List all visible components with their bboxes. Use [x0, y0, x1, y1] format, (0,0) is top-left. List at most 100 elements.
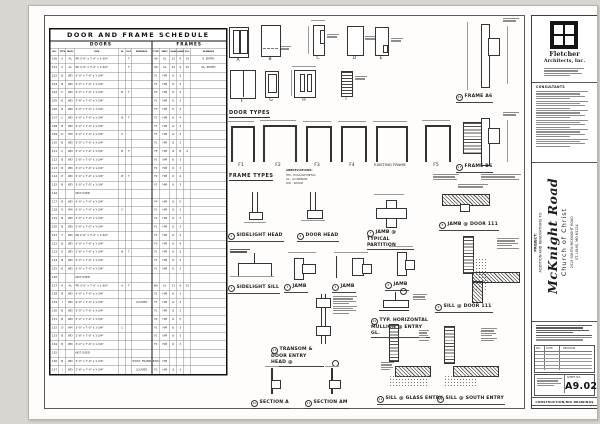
drawing-stroke	[376, 208, 407, 219]
drawing-stroke	[481, 328, 497, 330]
drawing-stroke	[315, 192, 316, 212]
frame-label-f4: F4	[349, 163, 355, 168]
drawing-stroke	[257, 192, 258, 214]
drawing-stroke	[536, 102, 580, 105]
drawing-stroke	[338, 121, 366, 122]
drawing-stroke	[288, 252, 316, 253]
drawing-stroke	[536, 332, 573, 334]
door-b-note	[281, 46, 291, 51]
drawing-stroke	[481, 178, 519, 180]
project-label: PROJECT:	[533, 232, 537, 252]
drawing-stroke	[536, 327, 584, 329]
schedule-title: DOOR AND FRAME SCHEDULE	[49, 28, 228, 42]
drawing-stroke	[389, 324, 399, 362]
door-type-g	[265, 71, 279, 98]
drawing-stroke	[536, 145, 571, 147]
drawing-stroke	[532, 82, 597, 83]
drawing-stroke	[544, 70, 578, 72]
drawing-stroke	[467, 22, 468, 90]
drawing-stroke	[458, 184, 488, 186]
door-letter-g: G	[269, 98, 273, 103]
door-type-e	[375, 27, 389, 56]
rev-col-no: NO.	[536, 346, 541, 350]
drawing-stroke	[311, 20, 325, 21]
drawing-stroke	[536, 126, 571, 128]
drawing-stroke	[374, 194, 404, 195]
sheet-no-label: SHEET NO.	[567, 376, 581, 379]
schedule-col-header: UL	[118, 48, 126, 56]
door-type-i	[341, 71, 353, 97]
door-letter-e: E	[379, 56, 383, 61]
schedule-table: DOOR AND FRAME SCHEDULE DOORS FRAMES NO.…	[49, 28, 228, 376]
drawing-stroke	[310, 192, 311, 212]
revisions-table: NO. DATE REVISION	[534, 345, 595, 373]
drawing-stroke	[379, 310, 409, 311]
drawing-stroke	[244, 222, 266, 223]
drawing-stroke	[263, 48, 278, 49]
drawing-stroke	[544, 75, 571, 77]
drawing-stroke	[544, 72, 582, 74]
door-letter-i: I	[345, 97, 347, 102]
drawing-stroke	[481, 24, 490, 88]
door-frame-schedule: DOOR AND FRAME SCHEDULE DOORS FRAMES NO.…	[49, 28, 228, 376]
drawing-stroke	[307, 74, 312, 92]
detail-jamb-typical-partition	[372, 194, 408, 228]
drawing-stroke	[303, 121, 331, 122]
project-name: McKnight Road	[545, 177, 560, 294]
project-address-1: 2515 SOUTH MCKNIGHT ROAD	[569, 216, 574, 268]
project-name-2: Church of Christ	[560, 207, 568, 277]
schedule-col-header: HEAD	[169, 48, 177, 56]
drawing-stroke	[536, 124, 585, 126]
door-type-d	[347, 26, 364, 56]
drawing-stroke	[536, 112, 580, 114]
drawing-stroke	[333, 307, 354, 310]
drawing-stroke	[365, 36, 377, 38]
drawing-stroke	[488, 128, 500, 144]
drawing-stroke	[497, 240, 516, 242]
detail-sidelight-sill	[230, 249, 280, 283]
frame-type-f2	[263, 125, 297, 162]
door-types-heading: DOOR TYPES	[229, 110, 270, 118]
drawing-stroke	[536, 136, 571, 138]
drawing-stroke	[308, 26, 309, 54]
drawing-stroke	[413, 296, 425, 298]
drawing-stroke	[383, 45, 388, 53]
frame-label-f2: F2	[275, 163, 281, 168]
frame-note	[433, 174, 459, 181]
frame-label-f1: F1	[238, 163, 244, 168]
mullion-notes	[413, 294, 427, 301]
drawing-stroke	[232, 30, 240, 54]
drawing-stroke	[333, 300, 356, 302]
legend-heading: ABBREVIATIONS:	[286, 168, 313, 172]
drawing-stroke	[535, 361, 592, 362]
schedule-col-header: NO.	[49, 48, 59, 56]
project-address-2: ST. LOUIS, MO 63124	[574, 224, 579, 260]
drawing-stroke	[472, 272, 520, 283]
drawing-stroke	[242, 71, 244, 97]
drawing-stroke	[419, 339, 429, 341]
drawing-stroke	[419, 330, 429, 332]
drawing-stroke	[444, 326, 455, 364]
drawing-stroke	[536, 337, 592, 339]
drawing-sheet: DOOR AND FRAME SCHEDULE DOORS FRAMES NO.…	[28, 5, 598, 420]
drawing-stroke	[535, 364, 592, 366]
drawing-stroke	[433, 178, 458, 180]
